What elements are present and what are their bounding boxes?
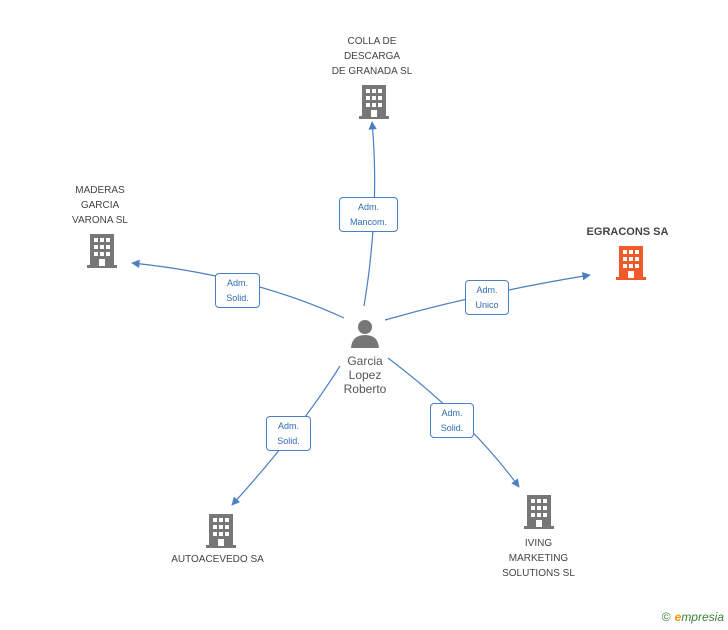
copyright-symbol: © bbox=[661, 610, 671, 624]
brand-logo-text: mpresia bbox=[681, 610, 724, 624]
building-icon[interactable] bbox=[524, 495, 554, 529]
person-label[interactable]: Garcia Lopez Roberto bbox=[343, 354, 387, 396]
person-icon[interactable] bbox=[350, 318, 380, 348]
brand-footer: ©empresia bbox=[662, 610, 724, 624]
edge-label-iving: Adm. Solid. bbox=[430, 403, 474, 438]
building-icon-highlight[interactable] bbox=[615, 246, 647, 280]
edge-label-colla: Adm. Mancom. bbox=[339, 197, 398, 232]
edge-label-egracons: Adm. Unico bbox=[465, 280, 509, 315]
company-label-autoacevedo[interactable]: AUTOACEVEDO SA bbox=[171, 554, 264, 565]
building-icon[interactable] bbox=[87, 234, 117, 268]
building-icon[interactable] bbox=[359, 85, 389, 119]
brand-logo-e: e bbox=[674, 610, 682, 624]
company-label-iving[interactable]: IVING MARKETING SOLUTIONS SL bbox=[502, 538, 575, 579]
edge-label-maderas: Adm. Solid. bbox=[215, 273, 260, 308]
company-label-maderas[interactable]: MADERAS GARCIA VARONA SL bbox=[72, 185, 128, 226]
company-label-egracons[interactable]: EGRACONS SA bbox=[586, 226, 669, 238]
edges bbox=[131, 121, 591, 506]
edge-label-autoacevedo: Adm. Solid. bbox=[266, 416, 311, 451]
building-icon[interactable] bbox=[206, 514, 236, 548]
company-label-colla[interactable]: COLLA DE DESCARGA DE GRANADA SL bbox=[331, 36, 413, 77]
